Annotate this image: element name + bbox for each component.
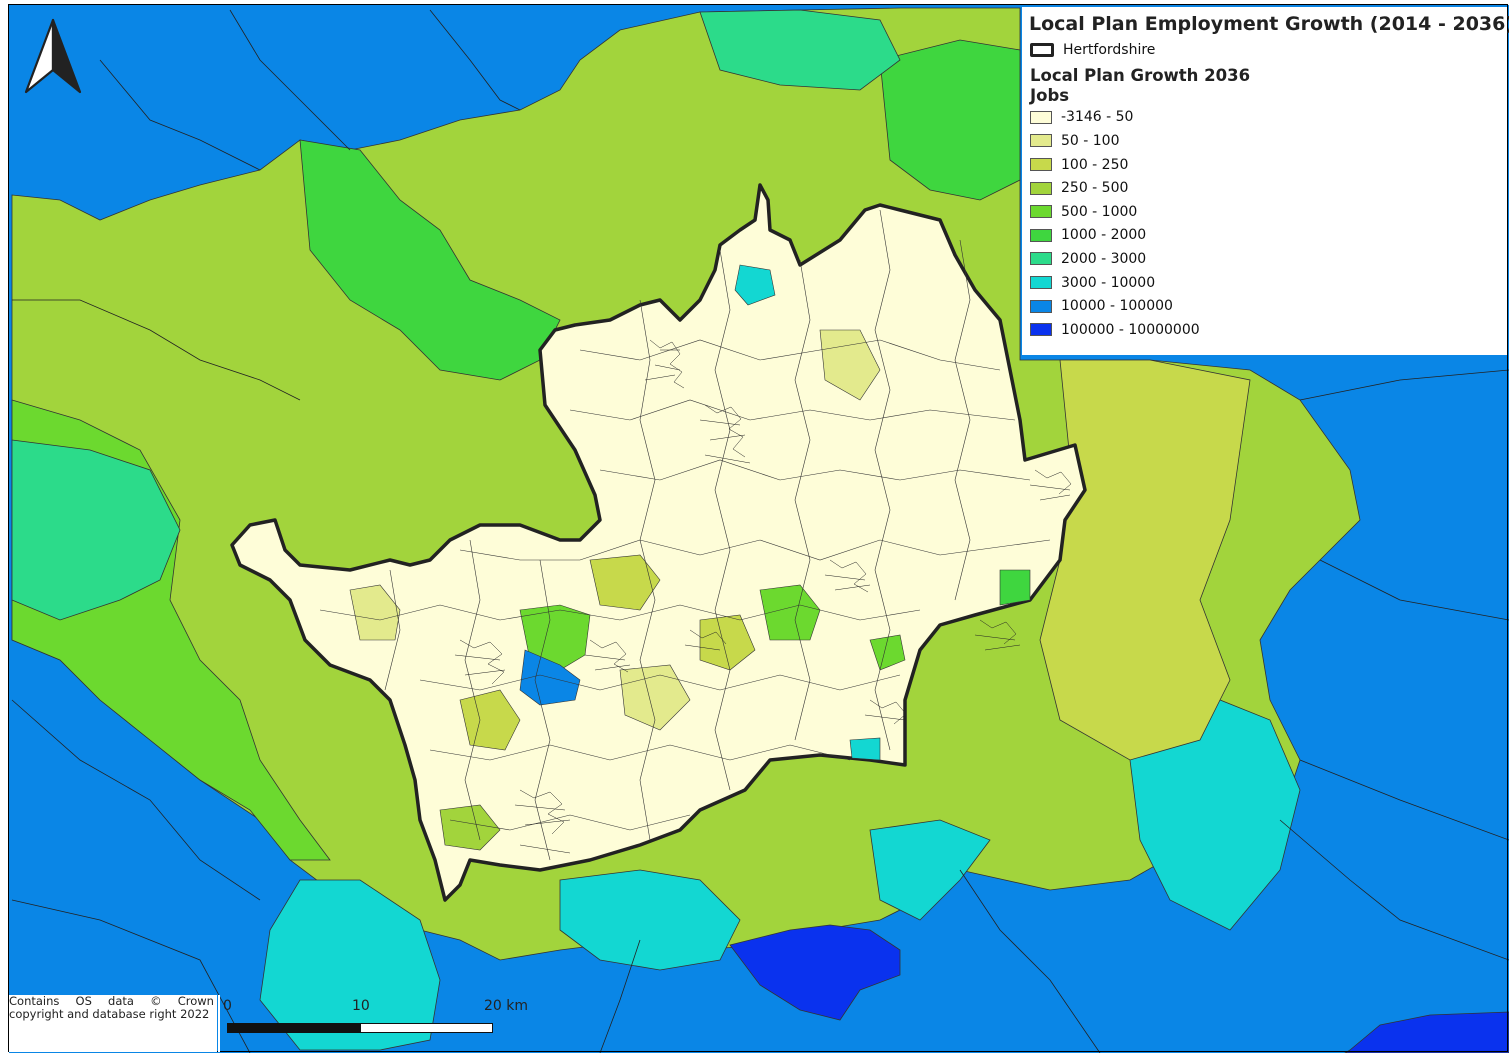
class-swatch xyxy=(1030,158,1052,172)
district-boundaries xyxy=(11,9,1509,1053)
legend-class: -3146 - 50 xyxy=(1030,106,1499,130)
legend-class: 100 - 250 xyxy=(1030,153,1499,177)
region-east-light xyxy=(1039,359,1251,761)
class-swatch xyxy=(1030,252,1052,266)
map-legend: Local Plan Employment Growth (2014 - 203… xyxy=(1022,7,1509,355)
legend-boundary-entry: Hertfordshire xyxy=(1030,38,1499,62)
class-label: 50 - 100 xyxy=(1061,132,1120,149)
legend-class: 500 - 1000 xyxy=(1030,200,1499,224)
region-deep-blue xyxy=(729,924,901,1021)
legend-title: Local Plan Employment Growth (2014 - 203… xyxy=(1029,13,1509,35)
region-teal-west xyxy=(11,439,181,621)
class-label: 10000 - 100000 xyxy=(1061,298,1173,315)
scale-segment-light xyxy=(360,1023,493,1033)
class-label: -3146 - 50 xyxy=(1061,109,1134,126)
class-swatch xyxy=(1030,110,1052,124)
credit-word: Contains xyxy=(9,994,60,1008)
class-label: 500 - 1000 xyxy=(1061,203,1138,220)
legend-classes: -3146 - 50 50 - 100 100 - 250 250 - 500 … xyxy=(1030,106,1499,342)
region-green-ne xyxy=(879,39,1021,201)
legend-class: 50 - 100 xyxy=(1030,129,1499,153)
class-label: 2000 - 3000 xyxy=(1061,250,1147,267)
boundary-swatch xyxy=(1030,42,1054,57)
credit-line-2: copyright and database right 2022 xyxy=(9,1007,210,1021)
class-swatch xyxy=(1030,323,1052,337)
credit-line-1: Contains OS data © Crown xyxy=(9,995,217,1008)
layer-title: Local Plan Growth 2036 xyxy=(1030,65,1251,85)
class-label: 1000 - 2000 xyxy=(1061,227,1147,244)
class-label: 3000 - 10000 xyxy=(1061,274,1156,291)
scale-bar: 0 10 20 km xyxy=(218,995,548,1052)
legend-class: 10000 - 100000 xyxy=(1030,294,1499,318)
field-label: Jobs xyxy=(1030,85,1070,105)
scale-tick-0: 0 xyxy=(223,998,232,1014)
region-cyan-south xyxy=(259,879,441,1051)
region-cyan-se xyxy=(1129,699,1301,931)
region-cyan-s2 xyxy=(869,819,991,921)
credit-word: data xyxy=(108,994,134,1008)
credit-word: © xyxy=(150,994,162,1008)
urban-clusters xyxy=(454,339,1072,854)
legend-class: 250 - 500 xyxy=(1030,176,1499,200)
region-teal-north xyxy=(699,9,901,91)
legend-class: 3000 - 10000 xyxy=(1030,271,1499,295)
boundary-label: Hertfordshire xyxy=(1063,41,1156,58)
copyright-credit: Contains OS data © Crown copyright and d… xyxy=(9,995,217,1052)
class-swatch xyxy=(1030,228,1052,242)
class-label: 100000 - 10000000 xyxy=(1061,321,1200,338)
credit-word: Crown xyxy=(177,994,214,1008)
class-swatch xyxy=(1030,276,1052,290)
scale-tick-20: 20 km xyxy=(484,998,529,1014)
class-label: 250 - 500 xyxy=(1061,180,1129,197)
legend-class: 100000 - 10000000 xyxy=(1030,318,1499,342)
scale-segment-dark xyxy=(227,1023,360,1033)
legend-class: 2000 - 3000 xyxy=(1030,247,1499,271)
class-swatch xyxy=(1030,134,1052,148)
legend-class: 1000 - 2000 xyxy=(1030,224,1499,248)
class-label: 100 - 250 xyxy=(1061,156,1129,173)
class-swatch xyxy=(1030,205,1052,219)
credit-word: OS xyxy=(75,994,92,1008)
class-swatch xyxy=(1030,181,1052,195)
ward-boundaries xyxy=(319,209,1051,861)
ward-patches xyxy=(349,264,1031,851)
north-arrow-icon xyxy=(24,18,82,94)
scale-tick-10: 10 xyxy=(352,998,370,1014)
region-cyan-sse xyxy=(559,869,741,971)
class-swatch xyxy=(1030,299,1052,313)
region-deep-blue-corner xyxy=(1344,1011,1509,1053)
